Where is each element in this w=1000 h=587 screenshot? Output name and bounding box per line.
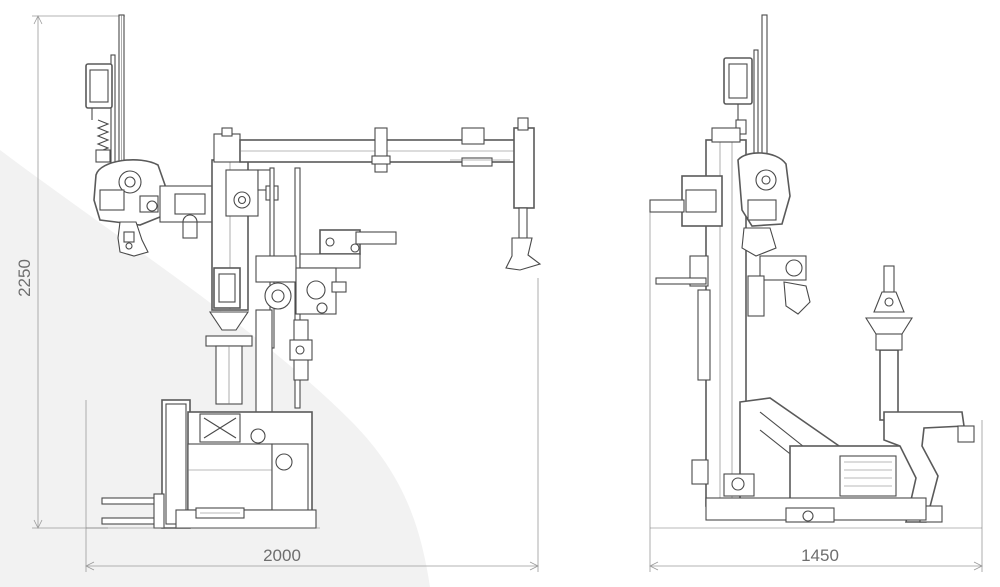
side-view-machine: [649, 14, 982, 529]
width-dimension-side: 1450: [649, 210, 983, 572]
front-view-machine: [85, 14, 542, 529]
height-dimension: 2250: [15, 15, 125, 529]
side-width-label: 1450: [801, 546, 839, 565]
width-dimension-front: 2000: [85, 278, 539, 572]
height-label: 2250: [15, 259, 34, 297]
front-width-label: 2000: [263, 546, 301, 565]
